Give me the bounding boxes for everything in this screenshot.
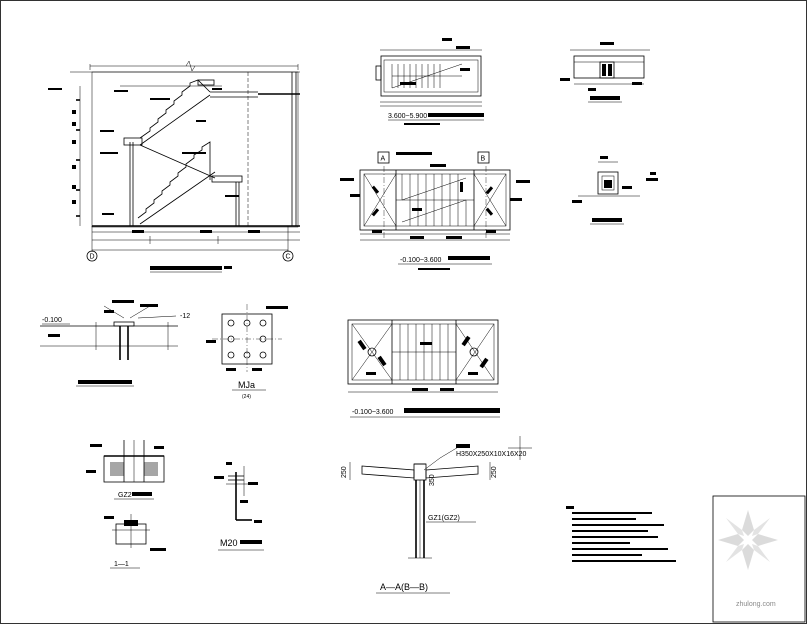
beam-spec-label: H350X250X10X16X20 <box>456 451 527 458</box>
plan-axis-a: A <box>381 156 386 163</box>
general-notes <box>566 506 676 562</box>
gz2-base-detail: GZ2 <box>86 440 165 500</box>
watermark-logo <box>718 510 778 570</box>
plan-3600-5900: 3.600~5.900 <box>375 38 484 125</box>
gz-column-label: GZ1(GZ2) <box>428 515 460 522</box>
axis-label-c: C <box>286 254 291 261</box>
section-a-a: 250 250 350 H350X250X10X16X20 GZ1(GZ2) A… <box>341 436 532 594</box>
section-aa-label: A—A(B—B) <box>380 582 428 592</box>
mja-sub-label: (24) <box>242 394 251 400</box>
gz2-label: GZ2 <box>118 492 132 499</box>
column-plan-label: -0.100~3.600 <box>352 409 394 416</box>
plate-thickness-label: -12 <box>180 313 190 320</box>
plan-3600-label: 3.600~5.900 <box>388 113 427 120</box>
plan-axis-b: B <box>481 156 486 163</box>
dim-250-left: 250 <box>341 466 348 478</box>
axis-label-d: D <box>90 254 95 261</box>
plan-minus0100-label: -0.100~3.600 <box>400 257 442 264</box>
foot-level-label: -0.100 <box>42 317 62 324</box>
m20-anchor-bolt-detail: M20 <box>214 462 264 551</box>
plan-minus0100-3600: A B -0.100~3.600 <box>340 151 530 270</box>
section-detail-mid-right <box>572 156 658 225</box>
stair-section-elevation: D C <box>48 60 300 273</box>
section-1-1-label: 1—1 <box>114 561 129 568</box>
column-foot-detail: -0.100 -12 <box>40 300 190 387</box>
dim-250-right: 250 <box>491 466 498 478</box>
watermark-text: zhulong.com <box>736 601 776 608</box>
section-detail-top-right <box>560 42 650 103</box>
mja-label: MJa <box>238 380 255 390</box>
embedded-plate-mja: MJa (24) <box>206 304 288 400</box>
title-block <box>712 495 806 623</box>
column-layout-plan: -0.100~3.600 <box>347 319 500 418</box>
section-1-1-detail: 1—1 <box>104 514 166 569</box>
dim-350: 350 <box>429 474 436 486</box>
m20-label: M20 <box>220 538 238 548</box>
